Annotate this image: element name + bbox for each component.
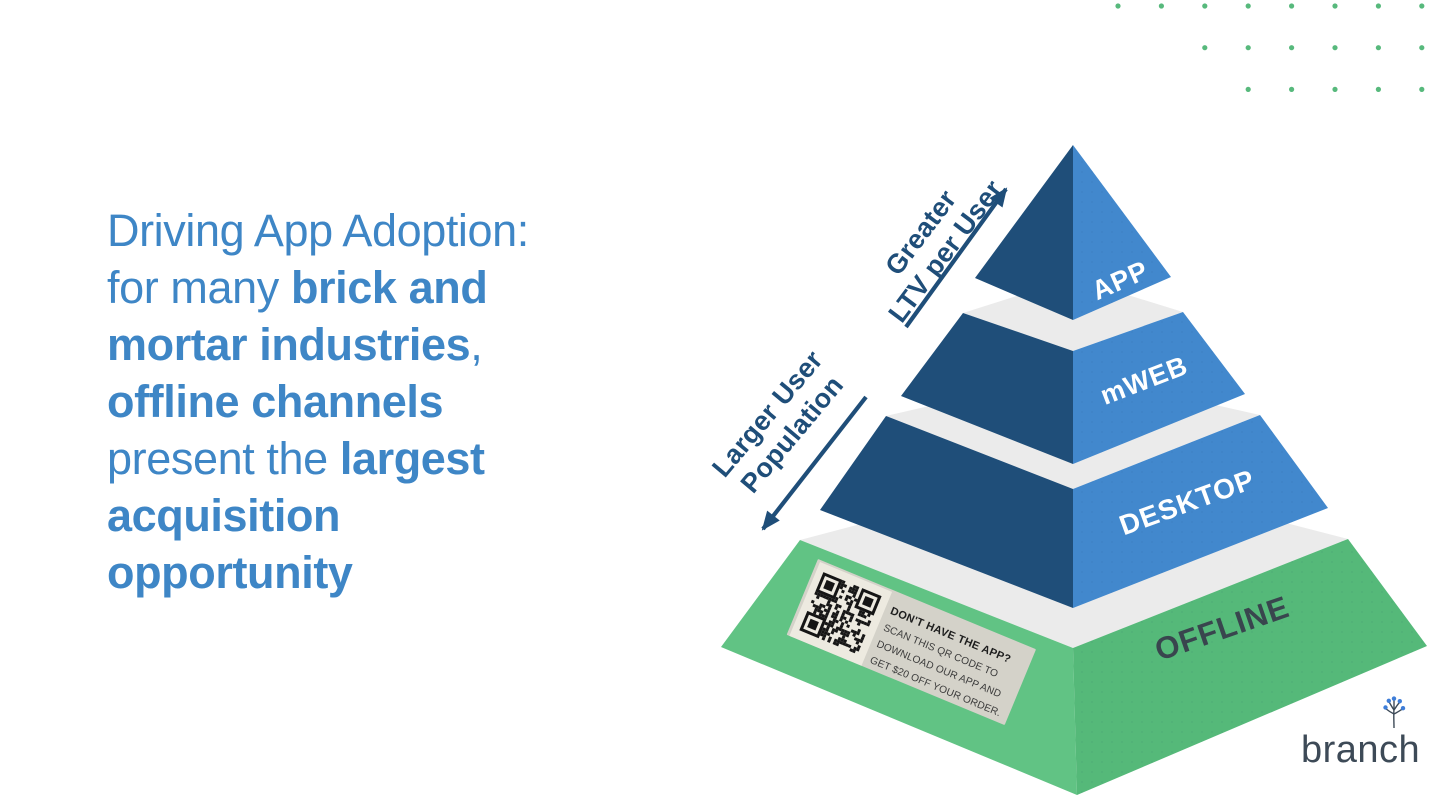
headline-line: acquisition	[107, 490, 341, 541]
pyramid-layer-app: APP	[975, 145, 1171, 320]
headline-line: for many brick and	[107, 262, 488, 313]
desktop-left-face	[820, 416, 1073, 608]
branch-sprig-icon	[1383, 696, 1406, 728]
headline: Driving App Adoption: for many brick and m…	[107, 202, 667, 601]
desktop-right-face-texture	[1073, 415, 1328, 608]
qr-code	[799, 572, 882, 654]
axis-arrow-up: Greater LTV per User	[879, 174, 1009, 329]
arrow-up-shaft	[904, 187, 1008, 329]
app-right-face-texture	[1073, 145, 1171, 320]
branch-logo-text: branch	[1301, 729, 1421, 771]
headline-line: mortar industries,	[107, 319, 483, 370]
qr-card	[789, 561, 893, 666]
mweb-right-face-texture	[1073, 312, 1245, 464]
sprig-dots	[1383, 696, 1406, 711]
offline-right-face-texture	[1073, 539, 1427, 795]
headline-line: offline channels	[107, 376, 444, 427]
headline-line: Driving App Adoption:	[107, 205, 529, 256]
arrow-down-shaft	[761, 395, 868, 531]
app-left-face	[975, 145, 1073, 320]
branch-logo: branch	[1301, 729, 1420, 772]
headline-line: opportunity	[107, 547, 353, 598]
headline-line: present the largest	[107, 433, 485, 484]
dot-grid-decoration	[1115, 3, 1425, 92]
mweb-left-face	[901, 313, 1073, 464]
